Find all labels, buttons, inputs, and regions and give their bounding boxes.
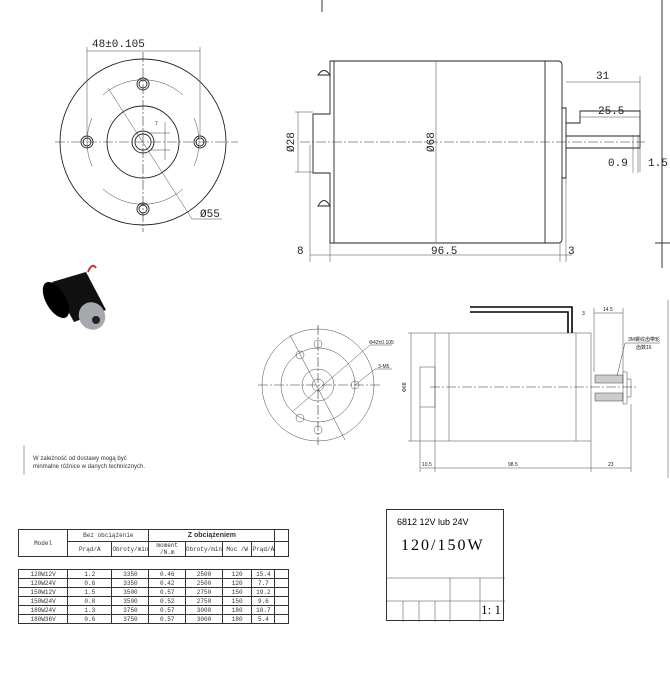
table-cell: 1.3 xyxy=(67,605,113,615)
table-cell: 2750 xyxy=(184,596,224,606)
table-cell: 3000 xyxy=(184,605,224,615)
spec-table: Model Bez obciążenie Z obciążeniem Prąd/… xyxy=(17,529,289,624)
cell-model: 180W36V xyxy=(17,614,69,624)
cell-model: 150W24V xyxy=(17,596,69,606)
title-scale: 1: 1 xyxy=(481,602,501,617)
table-cell: 2500 xyxy=(184,569,224,579)
dim-body-diameter: Ø68 xyxy=(426,132,438,152)
cell-model: 120W12V xyxy=(17,569,69,579)
dim-sleeve: 14.5 xyxy=(603,307,613,313)
dim-holes: 3-M5 xyxy=(378,364,390,370)
table-cell: 0.6 xyxy=(67,614,113,624)
title-block: 6812 12V lub 24V 120/150W 1: 1 xyxy=(386,509,505,622)
cell-model: 180W24V xyxy=(17,605,69,615)
dim-body-2: 98.5 xyxy=(508,462,518,468)
table-cell: 2750 xyxy=(184,587,224,597)
dim-flange-2: 10.5 xyxy=(422,462,432,468)
dim-shaft: 25.5 xyxy=(598,106,624,118)
table-cell: 120 xyxy=(221,578,253,588)
dim-gap-2: 3 xyxy=(582,311,585,317)
column-header: Obroty/min xyxy=(111,541,150,557)
table-cell: 5.4 xyxy=(251,614,276,624)
dim-bolt-spacing: 48±0.105 xyxy=(92,39,145,51)
header-no-load: Bez obciążenie xyxy=(67,529,150,542)
table-cell: 9.6 xyxy=(251,596,276,606)
motor-photo xyxy=(42,264,106,330)
title-power: 120/150W xyxy=(401,537,485,554)
table-cell: 0.57 xyxy=(148,587,186,597)
sleeve-note-1: 3M螺纹齿带轮 xyxy=(628,336,660,343)
tolerance-note: W zależność od dostawy mogą być minmalne… xyxy=(33,455,145,471)
table-cell: 3750 xyxy=(111,605,150,615)
side-view: 8 96.5 3 31 25.5 0.9 1.5 Ø28 Ø68 xyxy=(286,60,668,262)
table-cell: 7.7 xyxy=(251,578,276,588)
dim-shaft-total: 31 xyxy=(596,71,610,83)
table-cell: 150 xyxy=(221,587,253,597)
table-cell: 3000 xyxy=(184,614,224,624)
front-view: 48±0.105 Ø55 7 xyxy=(55,39,238,232)
table-cell: 19.2 xyxy=(251,587,276,597)
table-cell: 180 xyxy=(221,614,253,624)
dim-diameter: Ø55 xyxy=(200,209,220,221)
table-cell: 1.2 xyxy=(67,569,113,579)
table-cell: 2500 xyxy=(184,578,224,588)
table-cell: 0.57 xyxy=(148,614,186,624)
column-header: moment /N.m xyxy=(148,541,186,557)
table-cell: 3350 xyxy=(111,578,150,588)
table-cell: 0.8 xyxy=(67,596,113,606)
column-header: Prąd/A xyxy=(251,541,276,557)
dim-flange: 8 xyxy=(297,246,304,258)
dim-body-length: 96.5 xyxy=(431,246,457,258)
column-header: Obroty/min xyxy=(184,541,224,557)
table-cell: 150 xyxy=(221,596,253,606)
column-header: Prąd/A xyxy=(67,541,113,557)
title-block-grid xyxy=(387,577,505,622)
table-cell: 3500 xyxy=(111,587,150,597)
dim-pilot-diameter: Ø28 xyxy=(286,132,298,152)
table-cell: 3500 xyxy=(111,596,150,606)
sleeve-note-2: 齿数16 xyxy=(636,344,652,351)
table-cell: 1.5 xyxy=(67,587,113,597)
note-line-2: minmalne różnice w danych technicznych. xyxy=(33,464,146,470)
column-header: Moc /W xyxy=(221,541,253,557)
dim-small: 7 xyxy=(155,121,158,127)
dim-shaft-2: 23 xyxy=(608,462,614,468)
table-cell: 0.42 xyxy=(148,578,186,588)
table-cell: 0.57 xyxy=(148,605,186,615)
table-cell: 0.46 xyxy=(148,569,186,579)
dim-1-5: 1.5 xyxy=(648,158,668,170)
front-view-2: Φ42±0.105 3-M5 xyxy=(258,325,394,445)
table-cell: 120 xyxy=(221,569,253,579)
side-view-2: Φ68 10.5 98.5 23 3 14.5 3M螺纹齿带轮 齿数16 xyxy=(402,306,660,472)
header-model: Model xyxy=(17,529,69,557)
title-model: 6812 12V lub 24V xyxy=(397,517,469,527)
table-cell: 3350 xyxy=(111,569,150,579)
dim-0-9: 0.9 xyxy=(608,158,628,170)
table-cell: 180 xyxy=(221,605,253,615)
table-cell: 3750 xyxy=(111,614,150,624)
header-load: Z obciążeniem xyxy=(148,529,276,542)
note-line-1: W zależność od dostawy mogą być xyxy=(33,456,127,462)
dim-diameter-2: Φ68 xyxy=(402,382,408,392)
dim-hole-circle: Φ42±0.105 xyxy=(369,340,394,346)
dim-gap: 3 xyxy=(568,246,575,258)
cell-model: 150W12V xyxy=(17,587,69,597)
table-cell: 15.4 xyxy=(251,569,276,579)
table-cell: 10.7 xyxy=(251,605,276,615)
table-cell: 0.6 xyxy=(67,578,113,588)
cell-model: 120W24V xyxy=(17,578,69,588)
table-cell: 0.52 xyxy=(148,596,186,606)
